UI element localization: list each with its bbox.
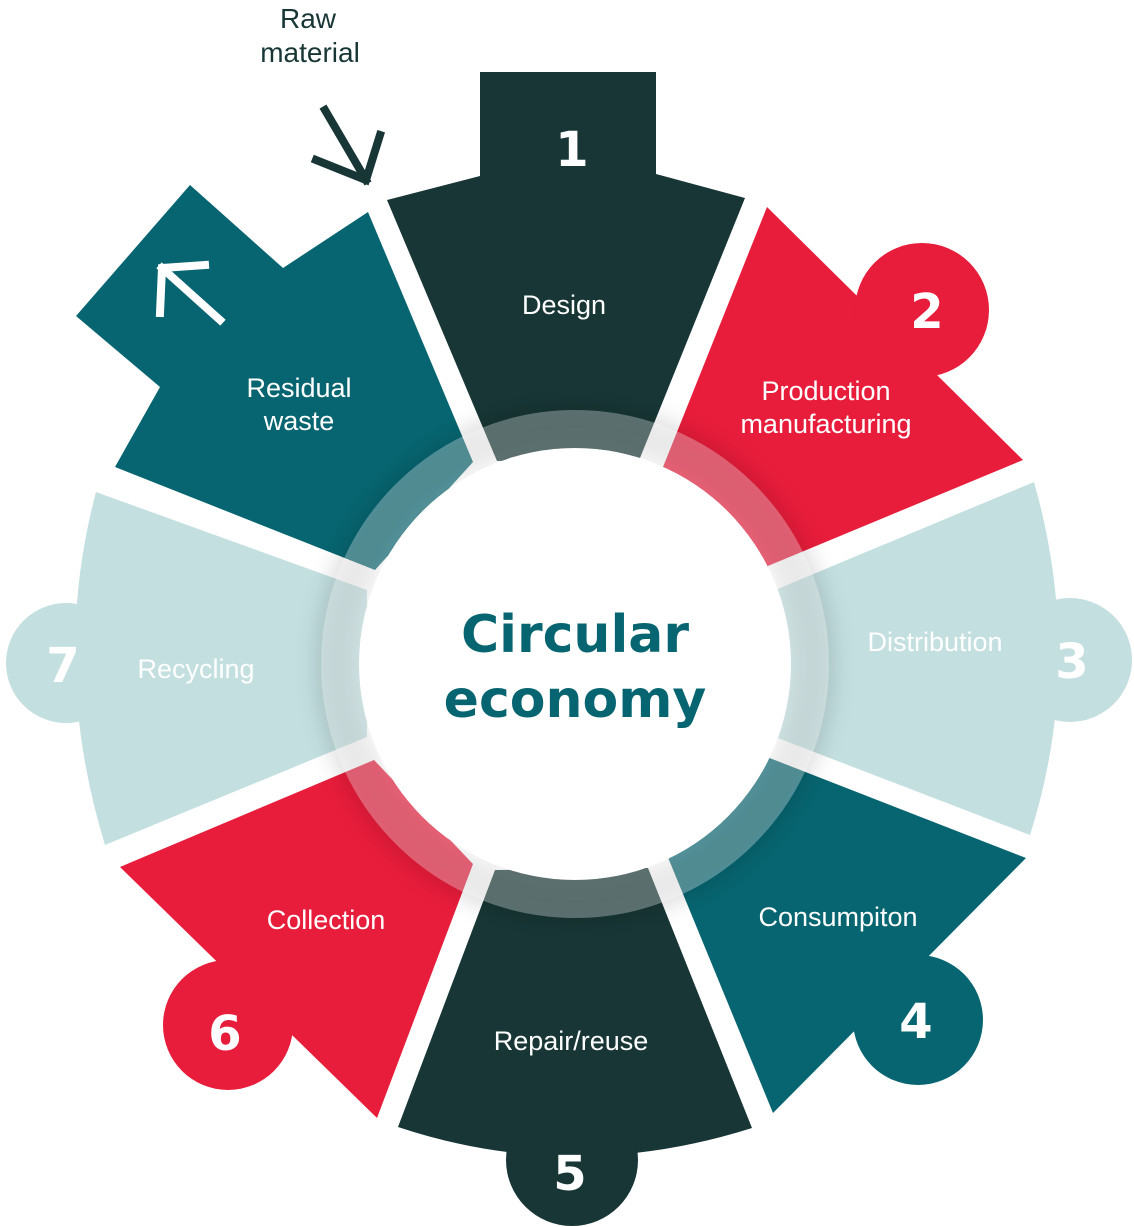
tab-consumption <box>853 955 983 1085</box>
stage-label-distribution: Distribution <box>867 627 1002 657</box>
segment-repair <box>398 868 752 1157</box>
stage-distribution <box>775 482 1132 835</box>
segment-design <box>387 72 745 461</box>
center-title-line1: Circular <box>461 605 689 665</box>
tab-production <box>855 243 989 377</box>
stage-recycling <box>6 492 367 845</box>
stage-design <box>387 72 745 461</box>
tab-collection <box>163 960 293 1090</box>
segment-recycling <box>75 492 367 845</box>
inner-ring-shadow <box>315 404 835 924</box>
tab-distribution <box>1008 598 1132 722</box>
stage-label-collection: Collection <box>267 905 386 935</box>
stage-label-production-line1: Production <box>761 376 890 406</box>
residual-label-line2: waste <box>263 406 335 436</box>
center-title-line2: economy <box>444 670 707 730</box>
stage-number-7: 7 <box>46 638 79 694</box>
stage-repair <box>398 868 752 1226</box>
inner-ring <box>321 410 829 918</box>
tab-recycling <box>6 603 126 723</box>
raw-material-line2: material <box>260 37 360 68</box>
stage-number-4: 4 <box>899 994 932 1050</box>
stage-label-repair: Repair/reuse <box>494 1026 649 1056</box>
stage-number-3: 3 <box>1055 634 1088 690</box>
stage-label-design: Design <box>522 290 606 320</box>
residual-waste-arrow-icon <box>155 260 226 326</box>
stage-number-5: 5 <box>553 1146 586 1202</box>
stage-label-recycling: Recycling <box>137 654 254 684</box>
segment-distribution <box>775 482 1059 835</box>
tab-repair <box>506 1094 638 1226</box>
raw-material-arrow-icon <box>310 104 386 186</box>
center-disc <box>359 448 791 880</box>
segment-collection <box>120 760 473 1118</box>
stage-number-6: 6 <box>208 1006 241 1062</box>
residual-label-line1: Residual <box>246 373 351 403</box>
raw-material-line1: Raw <box>280 3 337 34</box>
stage-number-1: 1 <box>555 122 588 178</box>
stage-collection <box>120 760 473 1118</box>
stage-label-consumption: Consumpiton <box>758 902 917 932</box>
stage-label-production-line2: manufacturing <box>740 409 911 439</box>
stage-number-2: 2 <box>910 284 943 340</box>
